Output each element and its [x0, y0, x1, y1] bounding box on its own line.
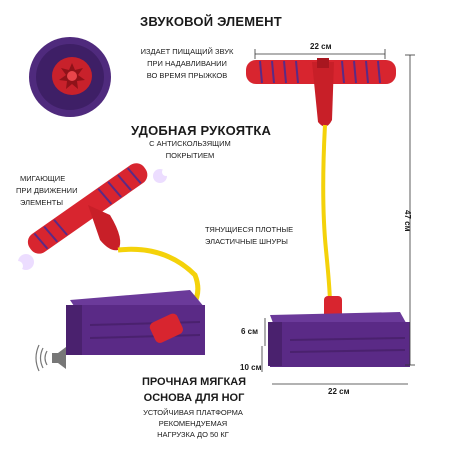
dimension-top-width: 22 см: [310, 42, 332, 51]
pogo-base: [268, 312, 410, 367]
dimension-base-height: 6 см: [241, 327, 259, 336]
handle-line-1: С АНТИСКОЛЬЗЯЩИМ: [149, 139, 231, 148]
blink-line-1: МИГАЮЩИЕ: [20, 174, 66, 183]
dimension-height: 47 см: [403, 210, 412, 232]
speaker-icon: [35, 344, 66, 372]
dimension-base-width: 22 см: [328, 387, 350, 396]
cords-line-2: ЭЛАСТИЧНЫЕ ШНУРЫ: [205, 237, 288, 246]
base-line-1: УСТОЙЧИВАЯ ПЛАТФОРМА: [143, 408, 243, 417]
sound-element-disc: [29, 37, 111, 117]
sound-description: ИЗДАЕТ ПИЩАЩИЙ ЗВУК ПРИ НАДАВЛИВАНИИ ВО …: [128, 46, 246, 82]
sound-line-2: ПРИ НАДАВЛИВАНИИ: [147, 59, 227, 68]
handle-line-2: ПОКРЫТИЕМ: [165, 151, 215, 160]
handle-description: С АНТИСКОЛЬЗЯЩИМ ПОКРЫТИЕМ: [138, 138, 242, 162]
cords-line-1: ТЯНУЩИЕСЯ ПЛОТНЫЕ: [205, 225, 294, 234]
base-title: ПРОЧНАЯ МЯГКАЯ ОСНОВА ДЛЯ НОГ: [132, 374, 256, 406]
base-description: УСТОЙЧИВАЯ ПЛАТФОРМА РЕКОМЕНДУЕМАЯ НАГРУ…: [130, 407, 256, 440]
blink-line-2: ПРИ ДВИЖЕНИИ: [16, 186, 78, 195]
sound-line-1: ИЗДАЕТ ПИЩАЩИЙ ЗВУК: [140, 47, 234, 56]
blink-line-3: ЭЛЕМЕНТЫ: [20, 198, 63, 207]
sound-line-3: ВО ВРЕМЯ ПРЫЖКОВ: [146, 71, 228, 80]
pogo-in-motion: [13, 163, 205, 355]
pogo-handle-top: [246, 58, 396, 127]
base-line-2: РЕКОМЕНДУЕМАЯ: [158, 419, 228, 428]
cords-description: ТЯНУЩИЕСЯ ПЛОТНЫЕ ЭЛАСТИЧНЫЕ ШНУРЫ: [205, 224, 315, 248]
yellow-cord: [321, 124, 332, 306]
base-title-line-2: ОСНОВА ДЛЯ НОГ: [143, 392, 245, 404]
dimension-base-depth: 10 см: [240, 363, 262, 372]
blink-description: МИГАЮЩИЕ ПРИ ДВИЖЕНИИ ЭЛЕМЕНТЫ: [16, 173, 106, 209]
base-title-line-1: ПРОЧНАЯ МЯГКАЯ: [141, 376, 247, 388]
base-line-3: НАГРУЗКА ДО 50 КГ: [157, 430, 229, 439]
handle-title: УДОБНАЯ РУКОЯТКА: [131, 123, 272, 138]
dimension-lines: [254, 49, 415, 385]
sound-title: ЗВУКОВОЙ ЭЛЕМЕНТ: [140, 14, 282, 29]
